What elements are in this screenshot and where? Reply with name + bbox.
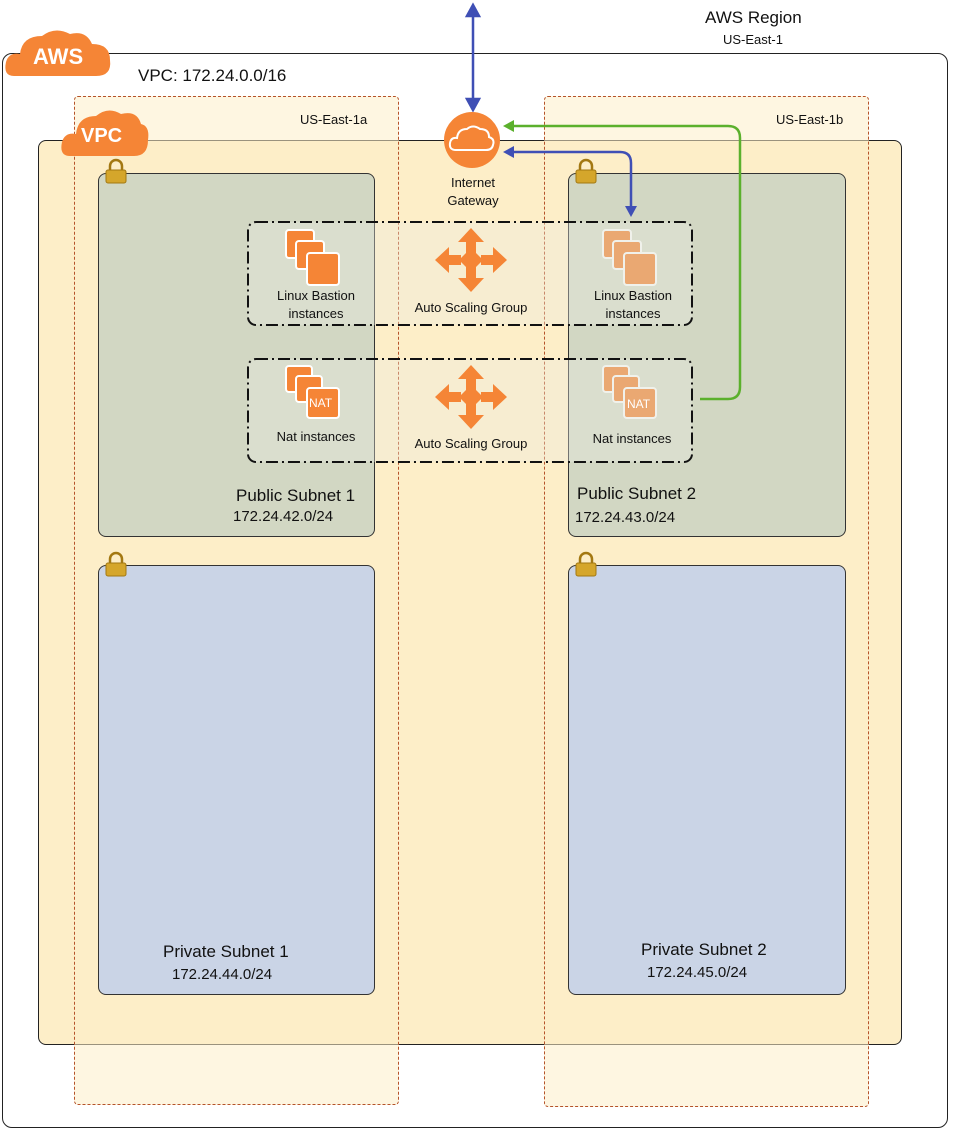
- lock-icon-public-2: [575, 158, 597, 184]
- nat-icon-text-right: NAT: [627, 397, 651, 411]
- bastion-right-label-line-2: instances: [605, 306, 661, 321]
- auto-scaling-icon-nat: [435, 365, 507, 429]
- internet-gateway-icon: [444, 112, 500, 168]
- region-subtitle: US-East-1: [723, 32, 783, 47]
- bastion-left-label-line-1: Linux Bastion: [276, 288, 356, 303]
- nat-instances-icon-right: [602, 365, 657, 419]
- nat-left-label: Nat instances: [276, 429, 356, 444]
- lock-icon-public-1: [105, 158, 127, 184]
- nat-icon-text-left: NAT: [309, 396, 333, 410]
- vpc-cloud-badge: [61, 110, 149, 156]
- auto-scaling-icon-bastion: [435, 228, 507, 292]
- bastion-right-label-line-1: Linux Bastion: [593, 288, 673, 303]
- private-subnet-1-name: Private Subnet 1: [163, 942, 289, 961]
- aws-cloud-badge: [5, 30, 111, 77]
- az-b-label: US-East-1b: [776, 112, 844, 127]
- bastion-instances-icon-right: [602, 229, 657, 286]
- nat-instances-icon-left: [285, 365, 340, 419]
- public-subnet-1: [98, 173, 375, 537]
- private-subnet-2-name: Private Subnet 2: [641, 940, 767, 959]
- public-subnet-1-cidr: 172.24.42.0/24: [233, 508, 334, 525]
- internet-gateway-label: Internet Gateway: [437, 174, 509, 210]
- bastion-left-label: Linux Bastion instances: [266, 287, 366, 323]
- vpc-label: VPC: 172.24.0.0/16: [138, 66, 287, 85]
- private-subnet-1: [98, 565, 375, 995]
- internet-arrow: [464, 2, 482, 113]
- private-subnet-2-cidr: 172.24.45.0/24: [647, 964, 748, 981]
- region-title: AWS Region: [705, 8, 802, 27]
- private-subnet-1-cidr: 172.24.44.0/24: [172, 966, 273, 983]
- private-subnet-2: [568, 565, 846, 995]
- bastion-right-label: Linux Bastion instances: [583, 287, 683, 323]
- bastion-left-label-line-2: instances: [288, 306, 344, 321]
- az-a-label: US-East-1a: [300, 112, 368, 127]
- bastion-instances-icon-left: [285, 229, 340, 286]
- lock-icon-private-1: [105, 551, 127, 577]
- aws-badge-text: AWS: [33, 44, 84, 69]
- vpc-badge-text: VPC: [81, 125, 123, 147]
- igw-label-line-2: Gateway: [447, 193, 499, 208]
- asg-bastion-label: Auto Scaling Group: [414, 300, 528, 315]
- asg-nat-label: Auto Scaling Group: [414, 436, 528, 451]
- lock-icon-private-2: [575, 551, 597, 577]
- public-subnet-2-cidr: 172.24.43.0/24: [575, 509, 676, 526]
- nat-igw-arrow: [512, 124, 742, 401]
- nat-right-label: Nat instances: [592, 431, 672, 446]
- public-subnet-2-name: Public Subnet 2: [577, 484, 697, 503]
- public-subnet-1-name: Public Subnet 1: [236, 486, 356, 505]
- igw-bastion-arrow: [510, 150, 633, 208]
- igw-label-line-1: Internet: [450, 175, 496, 190]
